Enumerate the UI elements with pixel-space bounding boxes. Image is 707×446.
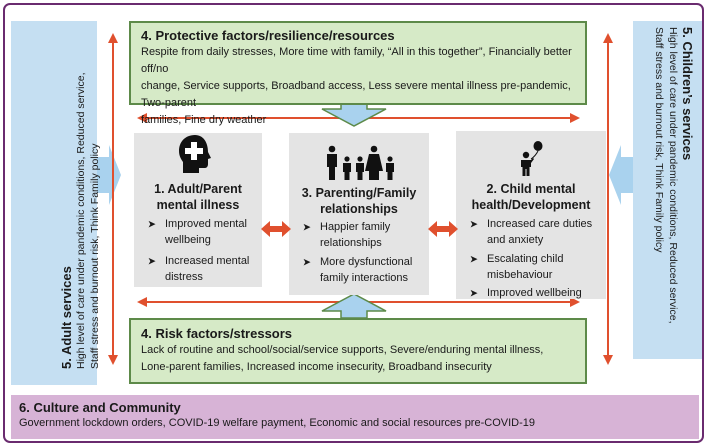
risk-factors-box: 4. Risk factors/stressors Lack of routin… [129, 318, 587, 384]
protective-line-2: change, Service supports, Broadband acce… [141, 80, 571, 109]
parenting-title-line-1: 3. Parenting/Family [301, 186, 417, 200]
adult-services-panel [11, 21, 97, 385]
risk-title: 4. Risk factors/stressors [141, 326, 293, 341]
parenting-family-box: 3. Parenting/Family relationships ➤ Happ… [289, 133, 429, 295]
adult-services-title: 5. Adult services [59, 266, 74, 369]
diagram-frame: 6. Culture and Community Government lock… [3, 3, 704, 443]
adult-title-line-2: mental illness [156, 198, 240, 212]
children-services-line-2: Staff stress and burnout risk, Think Fam… [653, 27, 666, 253]
children-services-line-1: High level of care under pandemic condit… [667, 27, 679, 324]
protective-title: 4. Protective factors/resilience/resourc… [141, 28, 395, 43]
adult-services-line-1: High level of care under pandemic condit… [75, 72, 87, 370]
child-title: 2. Child mental health/Development [456, 181, 606, 213]
protective-line-1: Respite from daily stresses, More time w… [141, 46, 572, 75]
adult-title: 1. Adult/Parent mental illness [134, 181, 262, 213]
culture-title: 6. Culture and Community [19, 400, 181, 415]
child-title-line-1: 2. Child mental [486, 182, 576, 196]
parenting-title: 3. Parenting/Family relationships [289, 185, 429, 217]
protective-line-3: families, Fine dry weather [141, 114, 267, 126]
children-services-text: 5. Children’s services High level of car… [635, 27, 696, 347]
children-services-arrow [609, 145, 633, 205]
adult-parenting-double-arrow [261, 221, 291, 237]
adult-services-arrow [97, 145, 121, 205]
adult-services-line-2: Staff stress and burnout risk, Think Fam… [88, 143, 101, 369]
parenting-title-line-2: relationships [320, 202, 398, 216]
child-title-line-2: health/Development [471, 198, 591, 212]
child-with-balloon-icon [521, 141, 543, 176]
head-with-cross-icon [179, 135, 211, 173]
culture-community-band: 6. Culture and Community Government lock… [11, 395, 699, 439]
child-bullet-2: ➤ Escalating child misbehaviour [470, 253, 564, 281]
adult-bullet-2: ➤ Increased mental distress [148, 255, 250, 283]
protective-factors-box: 4. Protective factors/resilience/resourc… [129, 21, 587, 126]
children-services-panel [633, 21, 702, 359]
family-icon [327, 145, 394, 180]
adult-services-text: 5. Adult services High level of care und… [59, 29, 119, 370]
arrows-overlay [97, 33, 633, 365]
risk-line-2: Lone-parent families, Increased income i… [141, 361, 492, 373]
child-mental-health-box: 2. Child mental health/Development ➤ Inc… [456, 131, 606, 299]
adult-bullet-1: ➤ Improved mental wellbeing [148, 218, 247, 246]
child-bullet-3: ➤ Improved wellbeing [470, 287, 582, 299]
culture-text: Government lockdown orders, COVID-19 wel… [19, 417, 535, 429]
adult-title-line-1: 1. Adult/Parent [154, 182, 242, 196]
risk-up-arrow [321, 293, 387, 319]
risk-line-1: Lack of routine and school/social/servic… [141, 344, 544, 356]
parenting-child-double-arrow [428, 221, 458, 237]
adult-mental-illness-box: 1. Adult/Parent mental illness ➤ Improve… [134, 133, 262, 287]
parenting-bullet-2: ➤ More dysfunctional family interactions [303, 256, 413, 284]
child-bullet-1: ➤ Increased care duties and anxiety [470, 218, 593, 246]
children-services-title: 5. Children’s services [680, 27, 695, 161]
parenting-bullet-1: ➤ Happier family relationships [303, 221, 391, 249]
